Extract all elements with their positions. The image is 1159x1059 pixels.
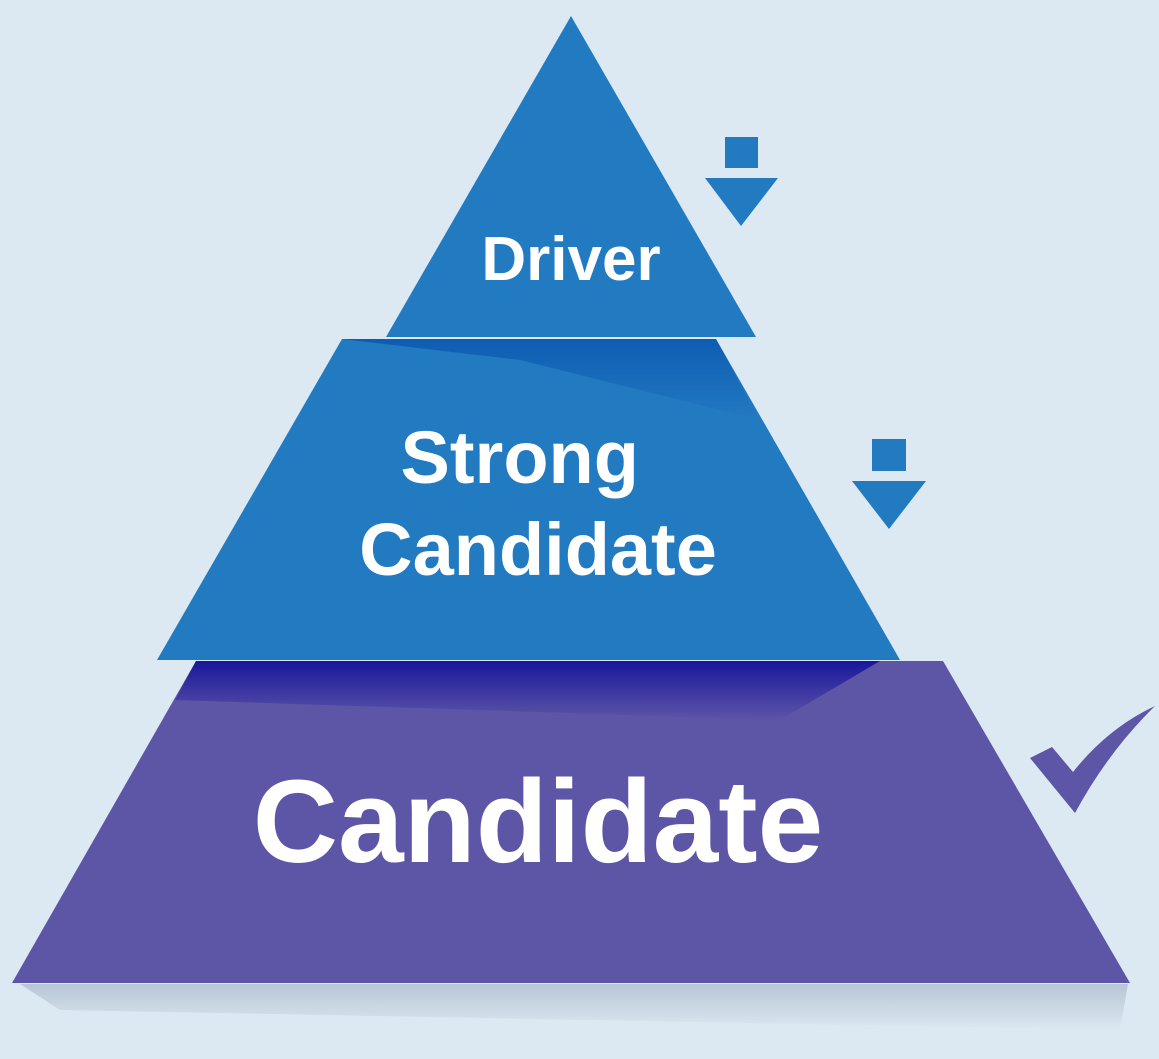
tier-strong-candidate-line-2: Candidate — [359, 508, 717, 591]
tier-driver-line-1: Driver — [481, 225, 660, 294]
tier-candidate: Candidate — [12, 661, 1130, 983]
tier-candidate-label: Candidate — [253, 756, 823, 888]
tier-strong-candidate-line-1: Strong — [401, 416, 639, 499]
tier-strong-candidate-top-shadow — [342, 339, 760, 420]
tier-driver: Driver — [386, 16, 756, 337]
tier-strong-candidate-label: Strong Candidate — [359, 416, 717, 591]
tier-candidate-shape — [12, 661, 1130, 983]
tier-strong-candidate: Strong Candidate — [157, 339, 900, 660]
tier-candidate-line-1: Candidate — [253, 756, 823, 888]
tier-candidate-top-shadow — [175, 661, 880, 720]
pyramid-floor-shadow — [20, 984, 1128, 1030]
checkmark-icon — [1030, 706, 1155, 813]
arrow-down-icon — [852, 439, 926, 529]
tier-driver-shape — [386, 16, 756, 337]
tier-driver-label: Driver — [481, 225, 660, 294]
tier-strong-candidate-shape — [157, 339, 900, 660]
arrow-down-icon — [705, 137, 778, 226]
